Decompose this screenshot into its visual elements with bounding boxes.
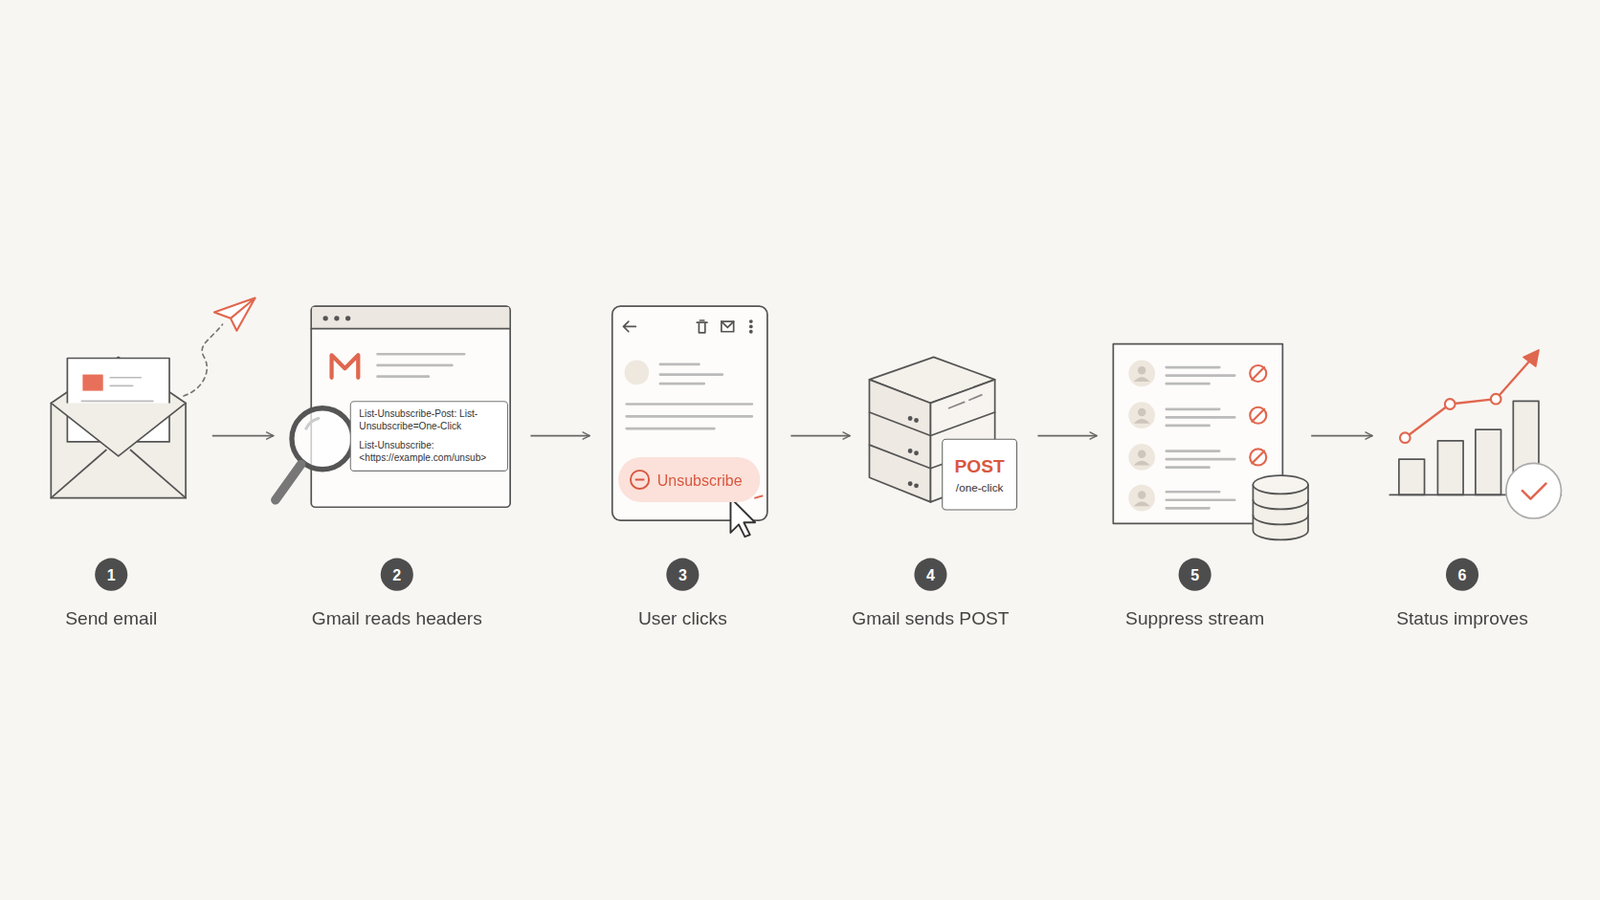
step-frame: Status improves6 (1389, 347, 1561, 521)
list-row (1128, 485, 1235, 512)
node-text: /one-click (955, 481, 1004, 494)
step-label: Gmail sends POST (798, 608, 1064, 630)
step-frame: Suppress stream5 (1112, 344, 1283, 525)
browser-icon (275, 306, 511, 508)
node-text: 5 (1190, 566, 1200, 584)
flow-arrow (790, 435, 850, 438)
step-label: Gmail reads headers (264, 608, 530, 630)
list-row (1128, 444, 1267, 471)
step-number: 6 (1445, 558, 1479, 592)
node-text: 1 (107, 566, 116, 584)
step-label: User clicks (550, 608, 816, 630)
email-view-icon (612, 306, 768, 537)
node-text: 6 (1458, 566, 1467, 584)
chart-icon (1389, 350, 1561, 519)
step-number: 3 (666, 558, 699, 592)
list-row (1128, 401, 1267, 429)
flow-arrow (212, 435, 274, 438)
envelope-icon (50, 298, 255, 499)
header-card: List-Unsubscribe-Post: List-Unsubscribe=… (350, 400, 509, 472)
node-text: Unsubscribe (657, 470, 743, 489)
step-number: 5 (1178, 558, 1212, 592)
node-text: POST (955, 455, 1005, 477)
step-label: Suppress stream (1062, 608, 1328, 630)
step-number: 1 (94, 558, 128, 592)
step-number: 4 (913, 558, 947, 592)
step-frame: User clicksUnsubscribe3 (612, 306, 768, 521)
step-number: 2 (380, 558, 414, 592)
step-label: Status improves (1329, 608, 1595, 630)
step-frame: Gmail sends POSTPOST/one-click4 (866, 356, 1018, 511)
suppression-list-icon (1112, 344, 1309, 541)
flow-arrow (530, 435, 590, 438)
node-text: 2 (392, 566, 401, 584)
node-text: 4 (926, 566, 935, 584)
minus-icon (628, 468, 651, 491)
list-row (1128, 360, 1267, 388)
node-text: List-Unsubscribe-Post: List-Unsubscribe=… (358, 408, 501, 434)
node-text: 3 (678, 566, 688, 584)
step-frame: Gmail reads headersList-Unsubscribe-Post… (311, 306, 511, 508)
unsubscribe-button: Unsubscribe (618, 457, 760, 503)
step-frame: Send email1 (50, 356, 186, 498)
post-request-box: POST/one-click (941, 439, 1018, 512)
flow-arrow (1311, 435, 1373, 438)
node-text: List-Unsubscribe: <https://example.com/u… (358, 440, 501, 466)
step-label: Send email (0, 608, 245, 630)
flow-arrow (1037, 435, 1097, 438)
